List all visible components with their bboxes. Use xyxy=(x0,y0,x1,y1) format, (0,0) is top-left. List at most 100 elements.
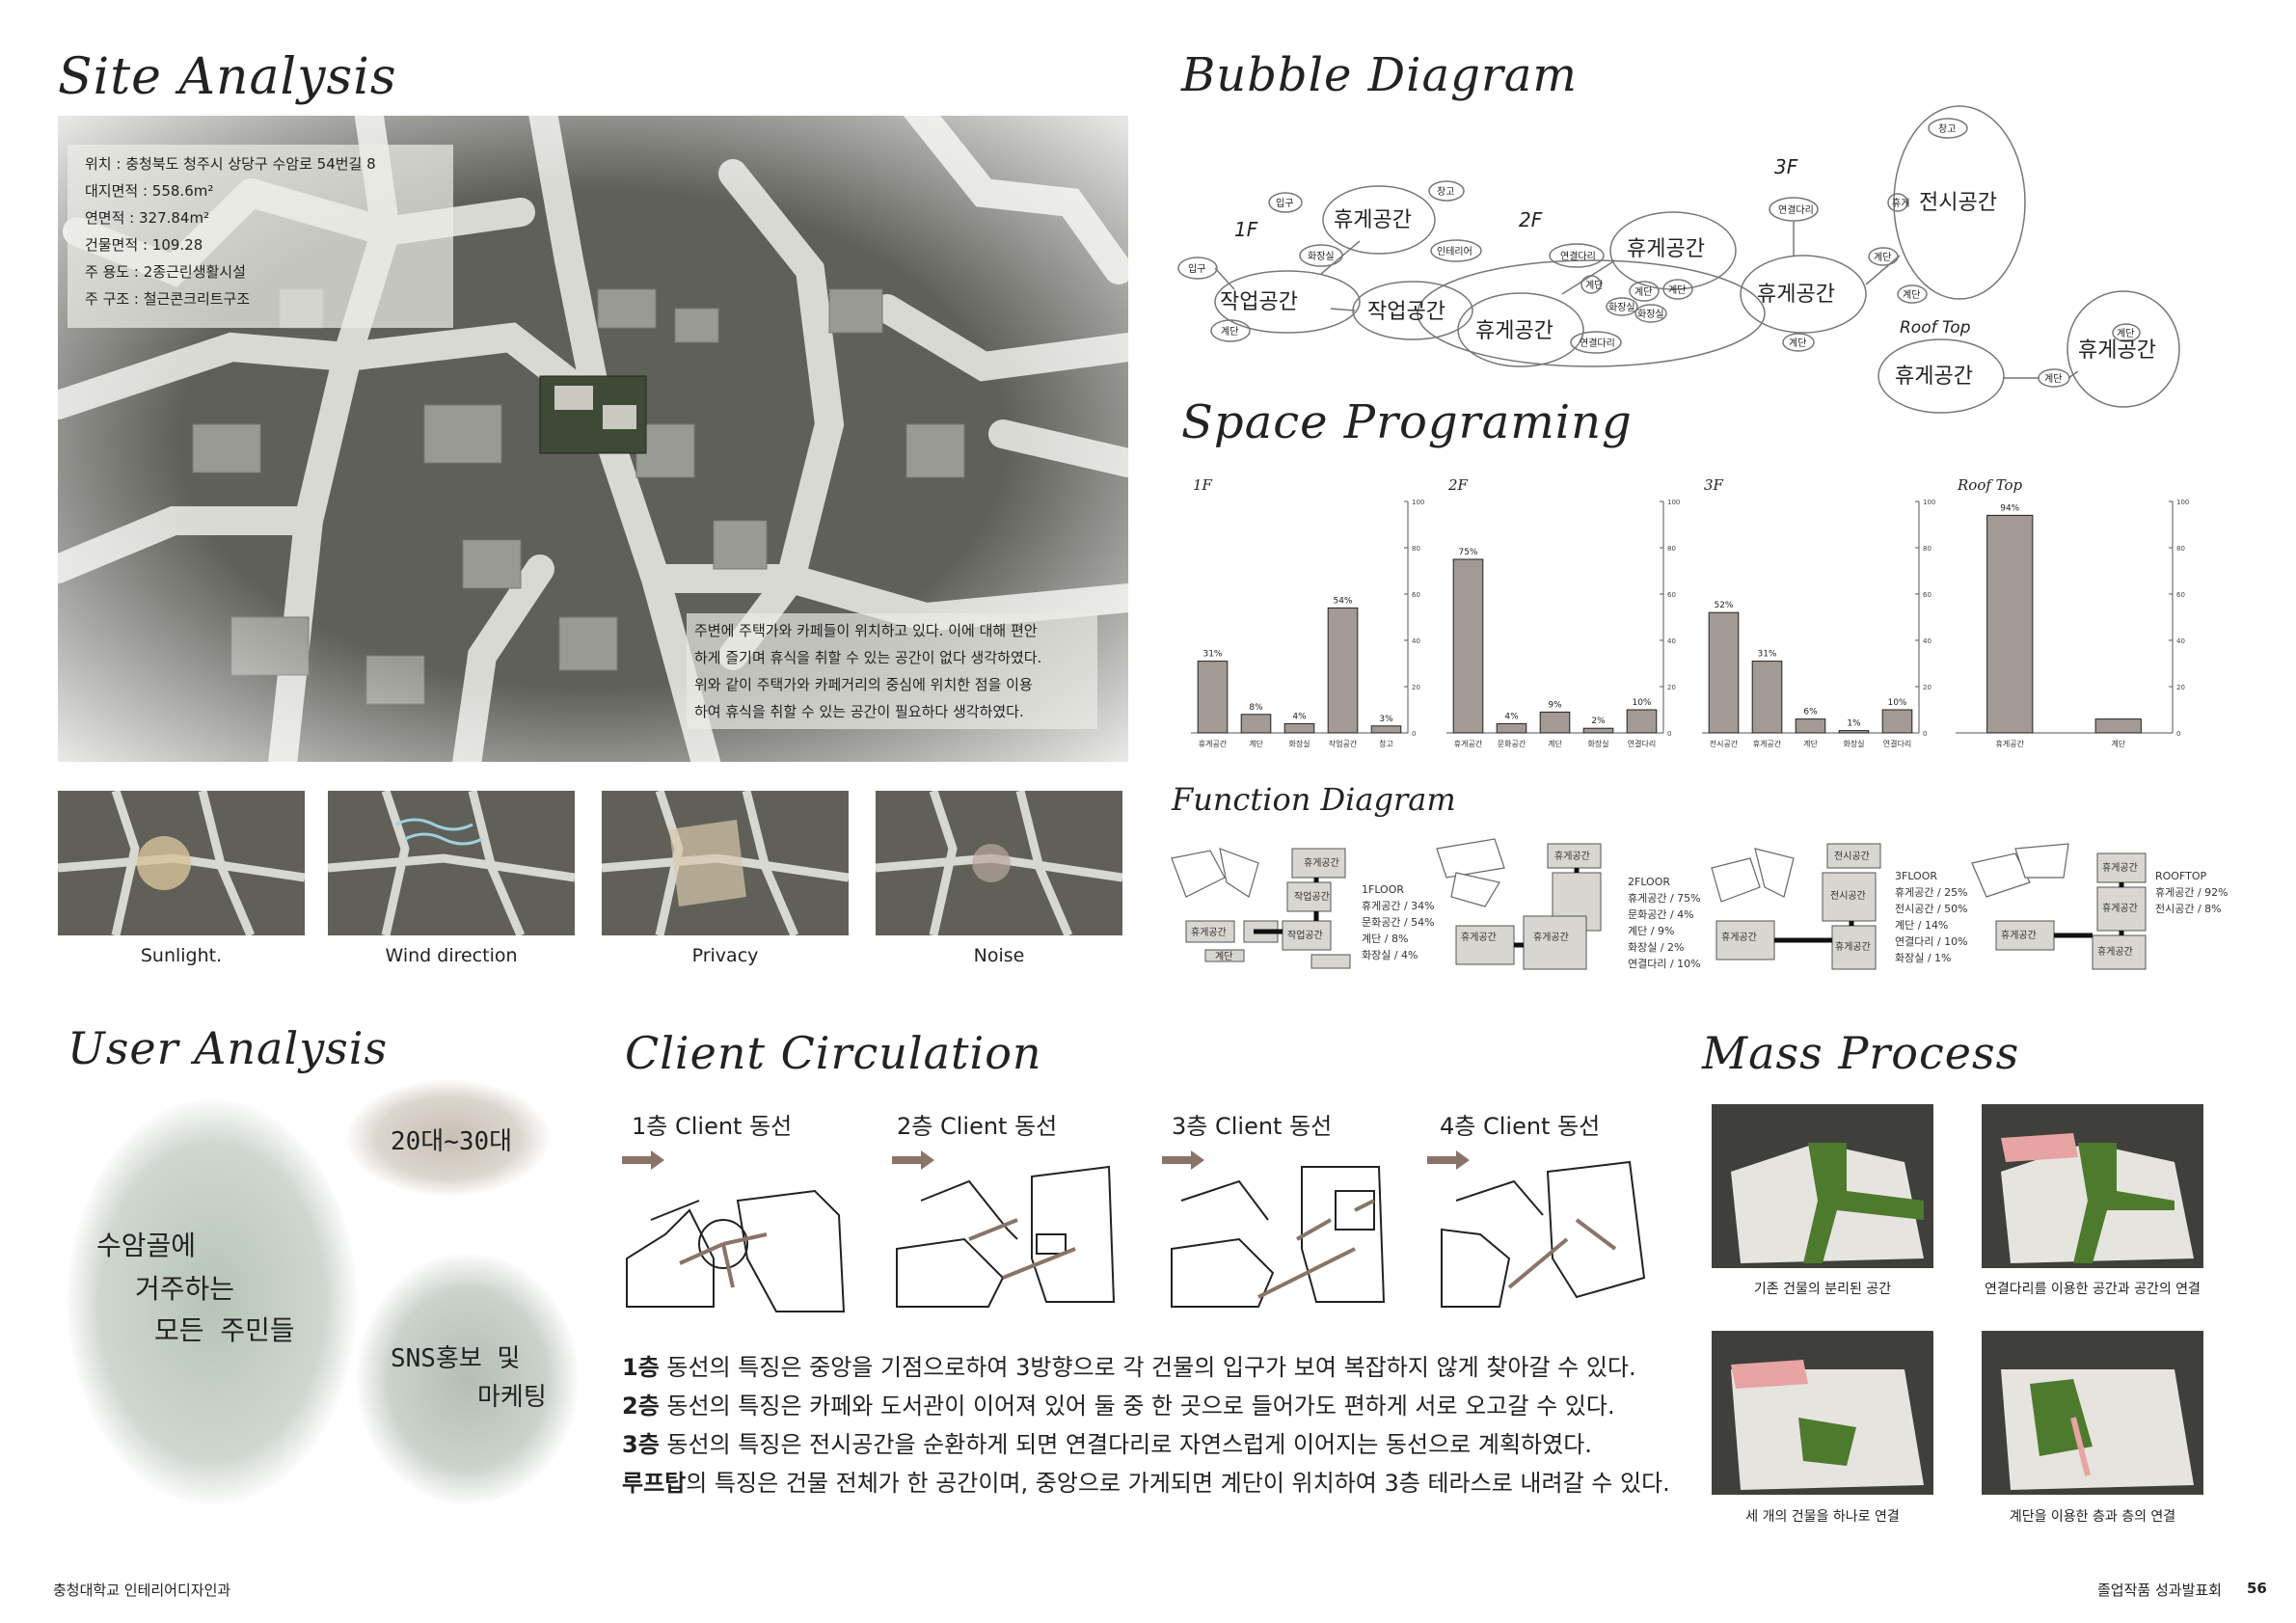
chart-bar xyxy=(1838,730,1870,734)
bubble-small: 연결다리 xyxy=(1580,338,1615,349)
client-desc-3-bold: 3층 xyxy=(622,1431,660,1458)
sns-line-1: SNS홍보 및 xyxy=(391,1344,521,1373)
site-info-building-area: 건물면적 : 109.28 xyxy=(85,236,203,254)
chart-y-tick-label: 40 xyxy=(1412,637,1420,645)
legend-line: 1FLOOR xyxy=(1362,883,1405,896)
function-legend-2f: 2FLOOR 휴게공간 / 75% 문화공간 / 4% 계단 / 9% 화장실 … xyxy=(1628,874,1701,972)
func-label: 휴게공간 xyxy=(1191,927,1227,938)
chart-bar xyxy=(1751,661,1783,734)
thumb-label-wind: Wind direction xyxy=(385,945,518,966)
client-desc-4-text: 의 특징은 건물 전체가 한 공간이며, 중앙으로 가게되면 계단이 위치하여 … xyxy=(686,1470,1670,1497)
chart-y-tick-label: 0 xyxy=(1667,730,1671,738)
mass-step-4-image xyxy=(1982,1331,2203,1495)
chart-bar xyxy=(1986,514,2034,734)
bubble-small: 화장실 xyxy=(1637,309,1664,320)
legend-line: 2FLOOR xyxy=(1628,876,1671,888)
legend-line: 전시공간 / 50% xyxy=(1895,903,1968,915)
chart-y-tick-label: 60 xyxy=(2176,591,2185,599)
bubble-small: 연결다리 xyxy=(1778,204,1814,216)
bubble-small: 계단 xyxy=(2044,373,2062,385)
chart-y-tick-label: 0 xyxy=(1923,730,1927,738)
bubble-roof-rest-a: 휴게공간 xyxy=(1895,365,1973,389)
bubble-small: 화장실 xyxy=(1608,302,1635,313)
chart-category-label: 휴게공간 xyxy=(1454,739,1483,748)
mass-step-1-image xyxy=(1712,1104,1933,1268)
chart-data-label: 10% xyxy=(1632,698,1651,708)
client-desc-1: 1층 동선의 특징은 중앙을 기점으로하여 3방향으로 각 건물의 입구가 보여… xyxy=(622,1348,1636,1382)
client-desc-4: 루프탑의 특징은 건물 전체가 한 공간이며, 중앙으로 가게되면 계단이 위치… xyxy=(622,1464,1670,1498)
bubble-small: 계단 xyxy=(1903,289,1920,301)
chart-data-label: 8% xyxy=(1249,703,1263,713)
chart-category-label: 전시공간 xyxy=(1710,739,1739,748)
chart-y-tick-label: 100 xyxy=(2176,499,2189,506)
client-desc-3-text: 동선의 특징은 전시공간을 순환하게 되면 연결다리로 자연스럽게 이어지는 동… xyxy=(659,1431,1592,1458)
chart-bar xyxy=(1240,714,1272,734)
site-desc-line: 주변에 주택가와 카페들이 위치하고 있다. 이에 대해 편안 xyxy=(694,622,1038,639)
function-diagram-title: Function Diagram xyxy=(1172,781,1456,818)
chart-y-tick-label: 0 xyxy=(1412,730,1416,738)
chart-category-label: 화장실 xyxy=(1288,739,1310,748)
chart-data-label: 2% xyxy=(1591,717,1606,726)
bubble-floor-2f: 2F xyxy=(1519,208,1543,231)
bubble-small: 계단 xyxy=(1634,286,1652,298)
chart-data-label: 1% xyxy=(1847,719,1861,729)
privacy-map xyxy=(602,791,849,935)
client-floor-1-label: 1층 Client 동선 xyxy=(632,1113,793,1140)
chart-y-tick-label: 60 xyxy=(1667,591,1676,599)
legend-line: 연결다리 / 10% xyxy=(1628,958,1701,970)
site-description: 주변에 주택가와 카페들이 위치하고 있다. 이에 대해 편안 하게 즐기며 휴… xyxy=(687,613,1097,729)
legend-line: 휴게공간 / 25% xyxy=(1895,886,1968,899)
chart-category-label: 휴게공간 xyxy=(1996,739,2025,748)
client-floor-4-label: 4층 Client 동선 xyxy=(1440,1113,1601,1140)
func-label: 휴게공간 xyxy=(2097,946,2133,958)
mass-step-2-caption: 연결다리를 이용한 공간과 공간의 연결 xyxy=(1985,1282,2201,1297)
footer-school: 충청대학교 인테리어디자인과 xyxy=(53,1582,231,1599)
chart-bar xyxy=(1283,722,1315,734)
legend-line: 계단 / 9% xyxy=(1628,925,1675,937)
bubble-roof-rest-b: 휴게공간 xyxy=(2078,338,2156,363)
bubble-small: 창고 xyxy=(1938,123,1956,135)
chart-y-tick-label: 60 xyxy=(1412,591,1420,599)
legend-line: 계단 / 8% xyxy=(1362,933,1409,945)
chart-bar xyxy=(1582,727,1614,734)
noise-map xyxy=(876,791,1122,935)
wind-map xyxy=(328,791,575,935)
mass-step-1-drawing xyxy=(1712,1104,1933,1268)
chart-data-label: 3% xyxy=(1379,715,1393,724)
function-legend-1f: 1FLOOR 휴게공간 / 34% 문화공간 / 54% 계단 / 8% 화장실… xyxy=(1362,881,1435,963)
chart-data-label: 94% xyxy=(2000,503,2019,513)
chart-title: Roof Top xyxy=(1957,476,2023,494)
chart-title: 2F xyxy=(1447,476,1469,494)
chart-bar xyxy=(1197,661,1229,734)
bubble-small: 계단 xyxy=(1874,252,1891,263)
bubble-1f-work-a: 작업공간 xyxy=(1220,290,1298,314)
legend-line: 휴게공간 / 92% xyxy=(2155,886,2228,899)
client-desc-2: 2층 동선의 특징은 카페와 도서관이 이어져 있어 둘 중 한 곳으로 들어가… xyxy=(622,1387,1615,1420)
bubble-small: 계단 xyxy=(1789,338,1806,349)
site-info-use: 주 용도 : 2종근린생활시설 xyxy=(85,263,246,281)
site-desc-line: 하게 즐기며 휴식을 취할 수 있는 공간이 없다 생각하였다. xyxy=(694,649,1042,666)
bubble-small: 입구 xyxy=(1276,197,1293,209)
mass-step-2-image xyxy=(1982,1104,2203,1268)
func-label: 전시공간 xyxy=(1830,890,1866,902)
chart-y-tick-label: 40 xyxy=(1667,637,1676,645)
mass-step-4-drawing xyxy=(1982,1331,2203,1495)
chart-data-label: 9% xyxy=(1548,700,1562,710)
legend-line: ROOFTOP xyxy=(2155,870,2207,882)
func-label: 작업공간 xyxy=(1294,890,1330,903)
function-diagram-drawings: 휴게공간 작업공간 휴게공간 작업공간 계단 휴게공간 휴게공간 휴게공간 전시… xyxy=(1171,838,2147,970)
residents-line-3: 모든 주민들 xyxy=(154,1314,295,1346)
chart-data-label: 4% xyxy=(1292,712,1307,721)
func-label: 작업공간 xyxy=(1287,929,1323,941)
chart-category-label: 연결다리 xyxy=(1883,739,1911,748)
chart-bar xyxy=(1795,718,1826,734)
chart-y-tick-label: 0 xyxy=(2176,730,2180,738)
func-label: 휴게공간 xyxy=(1461,932,1497,943)
mass-step-3-caption: 세 개의 건물을 하나로 연결 xyxy=(1745,1509,1900,1525)
site-info-location: 위치 : 충청북도 청주시 상당구 수암로 54번길 8 xyxy=(85,155,376,173)
residents-line-2: 거주하는 xyxy=(135,1273,235,1305)
client-floor-2-label: 2층 Client 동선 xyxy=(897,1113,1058,1140)
func-label: 휴게공간 xyxy=(1533,932,1569,943)
chart-category-label: 휴게공간 xyxy=(1199,739,1228,748)
thumb-label-sunlight: Sunlight. xyxy=(140,945,223,966)
